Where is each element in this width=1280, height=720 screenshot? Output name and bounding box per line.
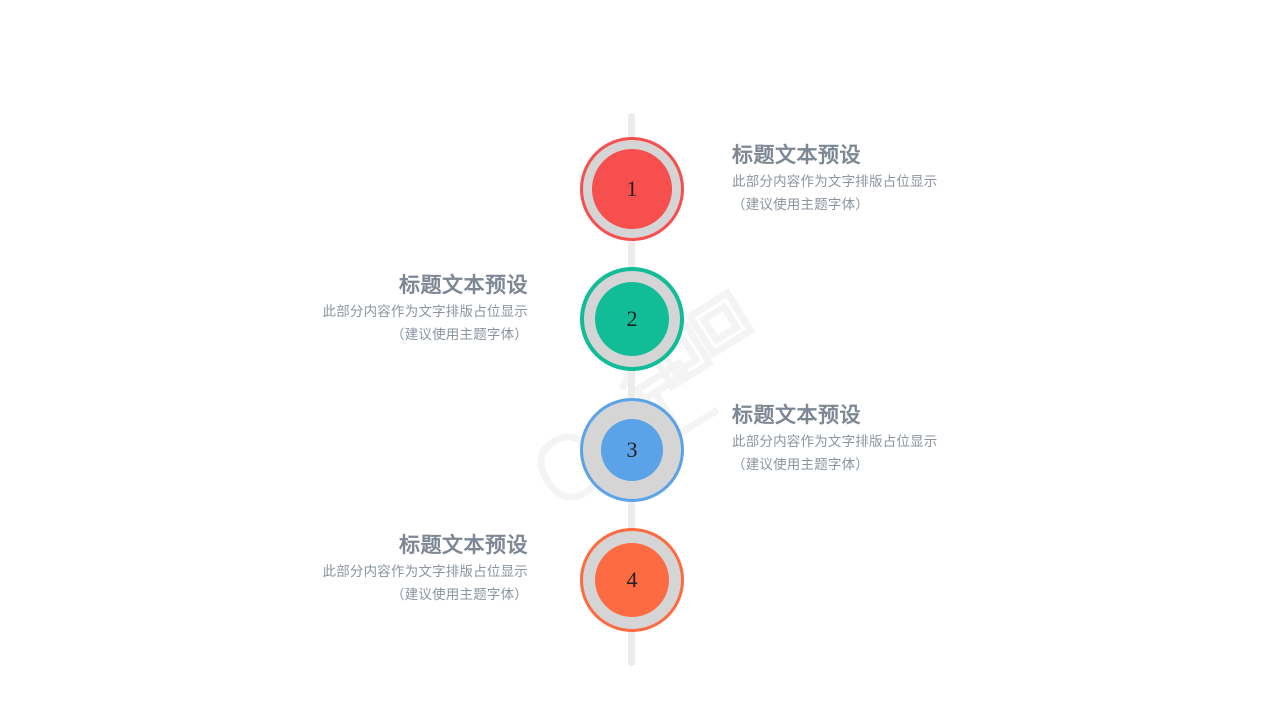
item-heading-1: 标题文本预设 xyxy=(732,143,861,167)
item-body-1: 此部分内容作为文字排版占位显示 （建议使用主题字体） xyxy=(732,174,938,213)
timeline-node-2[interactable]: 2 xyxy=(580,267,684,371)
item-body-3: 此部分内容作为文字排版占位显示 （建议使用主题字体） xyxy=(732,434,938,473)
timeline-text-block-3: 标题文本预设 此部分内容作为文字排版占位显示 （建议使用主题字体） xyxy=(732,402,942,476)
item-body-4: 此部分内容作为文字排版占位显示 （建议使用主题字体） xyxy=(322,564,528,603)
item-heading-2: 标题文本预设 xyxy=(399,273,528,297)
node-number-2: 2 xyxy=(595,282,669,356)
timeline-text-block-4: 标题文本预设 此部分内容作为文字排版占位显示 （建议使用主题字体） xyxy=(318,532,528,606)
timeline-spine xyxy=(628,113,635,666)
node-number-4: 4 xyxy=(595,543,669,617)
node-number-3: 3 xyxy=(601,419,663,481)
timeline-text-block-1: 标题文本预设 此部分内容作为文字排版占位显示 （建议使用主题字体） xyxy=(732,142,942,216)
timeline-node-4[interactable]: 4 xyxy=(580,528,684,632)
item-heading-3: 标题文本预设 xyxy=(732,403,861,427)
timeline-node-1[interactable]: 1 xyxy=(580,137,684,241)
item-heading-4: 标题文本预设 xyxy=(399,533,528,557)
node-number-1: 1 xyxy=(592,149,672,229)
item-body-2: 此部分内容作为文字排版占位显示 （建议使用主题字体） xyxy=(322,304,528,343)
timeline-node-3[interactable]: 3 xyxy=(580,398,684,502)
timeline-text-block-2: 标题文本预设 此部分内容作为文字排版占位显示 （建议使用主题字体） xyxy=(318,272,528,346)
